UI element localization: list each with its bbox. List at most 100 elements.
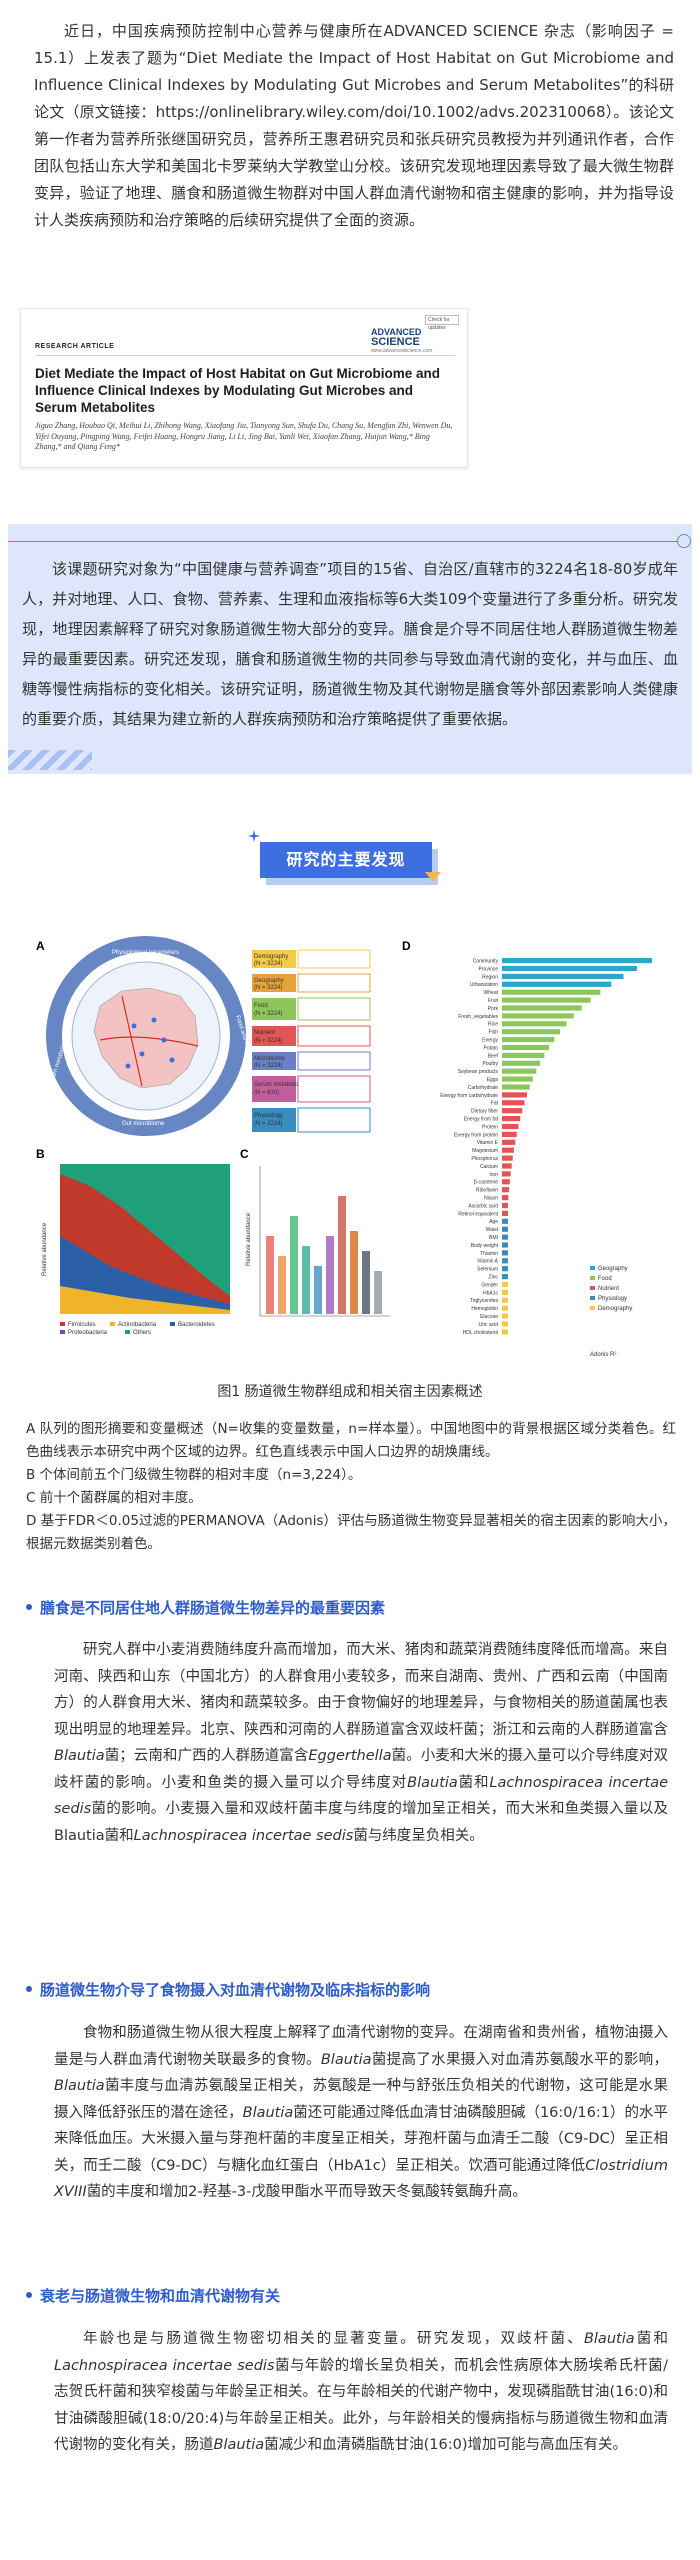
panel-d-item-label: β-carotene — [474, 1180, 498, 1186]
variable-cards: Demography (N = 3224) Geography (N = 322… — [252, 949, 371, 1133]
panel-d-bar — [502, 1171, 511, 1177]
section-3-paragraph: 年龄也是与肠道微生物密切相关的显著变量。研究发现，双歧杆菌、Blautia菌和L… — [54, 2331, 669, 2453]
panel-b-legend-firmicutes: Firmicutes — [68, 1322, 96, 1328]
panel-d-bar — [502, 1250, 508, 1256]
panel-d-item-label: Wheat — [484, 990, 499, 996]
panel-d-item-label: Riboflavin — [476, 1188, 498, 1194]
legend-a: A 队列的图形摘要和变量概述（N=收集的变量数量，n=样本量）。中国地图中的背景… — [26, 1421, 676, 1460]
paper-authors: Jiguo Zhang, Houbao Qi, Meihui Li, Zhiho… — [35, 421, 453, 451]
panel-d-item-label: Rice — [488, 1022, 498, 1028]
card-physiology: Physiology (N = 3224) — [252, 1107, 371, 1133]
panel-d-item-label: Retinol equivalent — [458, 1211, 498, 1217]
region-boundary-line — [99, 1036, 199, 1047]
panel-d-bar — [502, 973, 624, 979]
section-2-paragraph: 食物和肠道微生物从很大程度上解释了血清代谢物的变异。在湖南省和贵州省，植物油摄入… — [54, 2025, 669, 2200]
panel-d-bar — [502, 1179, 510, 1185]
panel-d-bar — [502, 981, 612, 987]
panel-d-xlabel: Adonis R² — [590, 1352, 616, 1358]
panel-d-item-label: Fruit — [488, 998, 499, 1004]
panel-d-item-label: HDL cholesterol — [463, 1330, 498, 1336]
panel-d-bar — [502, 1131, 517, 1137]
panel-d-bar — [502, 1226, 508, 1232]
panel-b-legend-actinobacteria: Actinobacteria — [118, 1322, 157, 1328]
panel-d-item-label: Ascorbic acid — [468, 1203, 498, 1209]
panel-d-item-label: Niacin — [484, 1196, 498, 1202]
panel-d-item-label: Vitamin E — [477, 1140, 499, 1146]
panel-c-dot-plot: Relative abundance — [246, 1166, 390, 1317]
journal-logo-line1: ADVANCED — [371, 327, 422, 337]
hu-line — [121, 995, 143, 1087]
card-nutrient: Nutrient (N = 3224) — [252, 1025, 371, 1047]
ring-label-bottom: Gut microbiome — [122, 1121, 165, 1127]
section-2-title: 肠道微生物介导了食物摄入对血清代谢物及临床指标的影响 — [40, 1981, 431, 1999]
panel-d-item-label: Glucose — [480, 1314, 499, 1320]
legend-b: B 个体间前五个门级微生物群的相对丰度（n=3,224）。 — [26, 1467, 362, 1483]
panel-d-bar — [502, 1084, 530, 1090]
panel-d-item-label: Gender — [481, 1282, 498, 1288]
panel-d-item-label: Pork — [488, 1006, 499, 1012]
panel-d-item-label: Triglycerides — [470, 1298, 499, 1304]
panel-d-item-label: Energy from carbohydrate — [440, 1093, 498, 1099]
panel-d-bar — [502, 1266, 508, 1272]
card-microbiome: Microbiome (N = 3224) — [252, 1051, 371, 1071]
main-findings-heading: 研究的主要发现 — [260, 842, 432, 878]
panel-d-bar — [502, 1068, 537, 1074]
panel-b-legend-bacteroidetes: Bacteroidetes — [178, 1322, 215, 1328]
bullet-dot-icon — [26, 1986, 32, 1992]
panel-a-ring: Physiological parameters Food and Nutrie… — [46, 936, 255, 1136]
svg-text:Physiology: Physiology — [254, 1113, 283, 1119]
summary-circle-icon — [677, 534, 691, 548]
svg-text:(N = 3224): (N = 3224) — [254, 1038, 283, 1044]
panel-d-bar — [502, 1076, 533, 1082]
panel-d-item-label: Carbohydrate — [468, 1085, 499, 1091]
section-3-heading: 衰老与肠道微生物和血清代谢物有关 — [26, 2285, 676, 2307]
panel-d-item-label: Energy from fat — [464, 1117, 499, 1123]
header-rule — [35, 355, 455, 356]
panel-d-bar — [502, 1163, 512, 1169]
panel-d-bar — [502, 1044, 550, 1051]
panel-d-item-label: HbA1c — [483, 1290, 499, 1296]
panel-d-item-label: Thiamin — [480, 1251, 498, 1257]
summary-block: 该课题研究对象为“中国健康与营养调查”项目的15省、自治区/直辖市的3224名1… — [0, 524, 700, 774]
panel-d-bar — [502, 1037, 555, 1043]
paper-header-image: Check for updates ADVANCED SCIENCE www.a… — [20, 308, 468, 468]
card-food: Food (N = 3224) — [252, 997, 371, 1021]
panel-d-bar — [502, 1005, 582, 1011]
svg-text:Physiology: Physiology — [598, 1296, 627, 1302]
panel-d-bar — [502, 1052, 545, 1058]
bullet-dot-icon — [26, 2292, 32, 2298]
panel-d-bar — [502, 1281, 508, 1288]
panel-b-ylabel: Relative abundance — [42, 1222, 48, 1276]
panel-d-bar — [502, 1116, 521, 1122]
ring-label-top: Physiological parameters — [112, 950, 179, 956]
panel-c-label: C — [240, 1147, 249, 1161]
panel-d-item-label: Selenium — [477, 1267, 498, 1273]
panel-d-item-label: Eggs — [487, 1077, 499, 1083]
panel-d-item-label: Poultry — [482, 1061, 498, 1067]
panel-d-item-label: Beef — [488, 1053, 499, 1059]
panel-d-bar — [502, 1013, 574, 1019]
panel-d-bar — [502, 1289, 508, 1295]
section-3-title: 衰老与肠道微生物和血清代谢物有关 — [40, 2287, 281, 2305]
panel-d-item-label: BMI — [489, 1235, 498, 1241]
panel-d-item-label: Age — [489, 1219, 498, 1225]
bullet-dot-icon — [26, 1604, 32, 1610]
svg-text:(N = 3224): (N = 3224) — [254, 961, 283, 967]
panel-d-bar — [502, 1305, 508, 1311]
panel-a-label: A — [36, 939, 45, 953]
panel-d-label: D — [402, 939, 411, 953]
panel-d-item-label: Soybean products — [458, 1069, 499, 1075]
panel-d-item-label: Fresh_vegetables — [458, 1014, 498, 1020]
svg-text:Microbiome: Microbiome — [254, 1056, 286, 1062]
panel-d-item-label: Vitamin A — [477, 1259, 499, 1265]
panel-d-bar-chart: CommunityProvinceRegionUrbanizationWheat… — [440, 958, 652, 1336]
panel-b-legend-proteobacteria: Proteobacteria — [68, 1330, 108, 1336]
panel-d-bar — [502, 1100, 525, 1106]
panel-d-bar — [502, 1274, 508, 1280]
summary-top-line — [8, 541, 678, 542]
panel-d-item-label: Province — [479, 966, 499, 972]
panel-b-legend-others: Others — [133, 1330, 151, 1336]
panel-d-item-label: Community — [473, 959, 499, 965]
card-serum-metabolome: Serum metabolome (N = 830) — [252, 1075, 371, 1103]
panel-d-item-label: Fish — [489, 1030, 499, 1036]
